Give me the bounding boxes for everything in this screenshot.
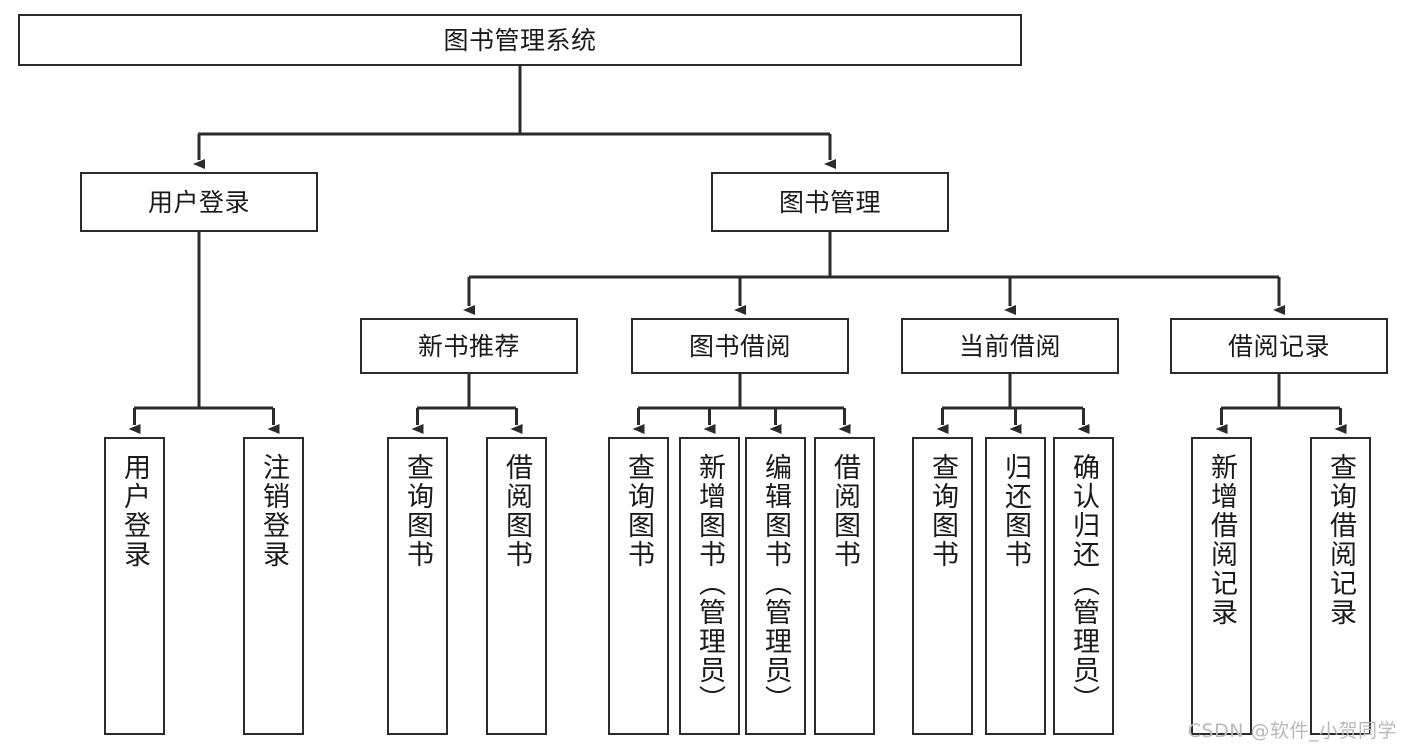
node-book-borrow[interactable]: 图书借阅 (631, 318, 849, 374)
node-label: 借阅图书 (829, 453, 860, 569)
node-leaf-edit-book-admin[interactable]: 编辑图书（管理员） (745, 437, 806, 735)
node-label: 确认归还（管理员） (1068, 453, 1099, 714)
node-label: 图书管理系统 (443, 25, 597, 55)
node-leaf-add-borrow-record[interactable]: 新增借阅记录 (1191, 437, 1252, 735)
node-leaf-return-book[interactable]: 归还图书 (985, 437, 1046, 735)
node-root[interactable]: 图书管理系统 (18, 14, 1022, 66)
node-borrow-record[interactable]: 借阅记录 (1170, 318, 1388, 374)
node-leaf-user-logout[interactable]: 注销登录 (243, 437, 304, 735)
node-label: 用户登录 (119, 453, 150, 569)
node-leaf-add-book-admin[interactable]: 新增图书（管理员） (679, 437, 740, 735)
node-label: 编辑图书（管理员） (760, 453, 791, 714)
node-leaf-borrow-book-rec[interactable]: 借阅图书 (486, 437, 547, 735)
node-leaf-query-book-borrow[interactable]: 查询图书 (608, 437, 669, 735)
node-label: 查询图书 (927, 453, 958, 569)
node-label: 新增借阅记录 (1206, 453, 1237, 627)
node-label: 新增图书（管理员） (694, 453, 725, 714)
node-leaf-query-book-current[interactable]: 查询图书 (912, 437, 973, 735)
node-leaf-query-book-rec[interactable]: 查询图书 (387, 437, 448, 735)
node-label: 借阅图书 (501, 453, 532, 569)
node-label: 当前借阅 (958, 331, 1061, 361)
node-current-borrow[interactable]: 当前借阅 (901, 318, 1119, 374)
node-new-book-rec[interactable]: 新书推荐 (360, 318, 578, 374)
node-leaf-borrow-book[interactable]: 借阅图书 (814, 437, 875, 735)
node-label: 归还图书 (1000, 453, 1031, 569)
node-label: 新书推荐 (417, 331, 520, 361)
node-leaf-query-borrow-record[interactable]: 查询借阅记录 (1310, 437, 1371, 735)
node-leaf-confirm-return-admin[interactable]: 确认归还（管理员） (1053, 437, 1114, 735)
node-user-login[interactable]: 用户登录 (80, 172, 318, 232)
node-label: 图书管理 (778, 187, 881, 217)
node-label: 用户登录 (147, 187, 250, 217)
node-label: 查询图书 (623, 453, 654, 569)
node-label: 查询图书 (402, 453, 433, 569)
watermark-text: CSDN @软件_小贺同学 (1187, 720, 1397, 742)
node-label: 注销登录 (258, 453, 289, 569)
node-label: 借阅记录 (1227, 331, 1330, 361)
node-label: 查询借阅记录 (1325, 453, 1356, 627)
node-book-manage[interactable]: 图书管理 (711, 172, 949, 232)
node-label: 图书借阅 (688, 331, 791, 361)
node-leaf-user-login[interactable]: 用户登录 (104, 437, 165, 735)
